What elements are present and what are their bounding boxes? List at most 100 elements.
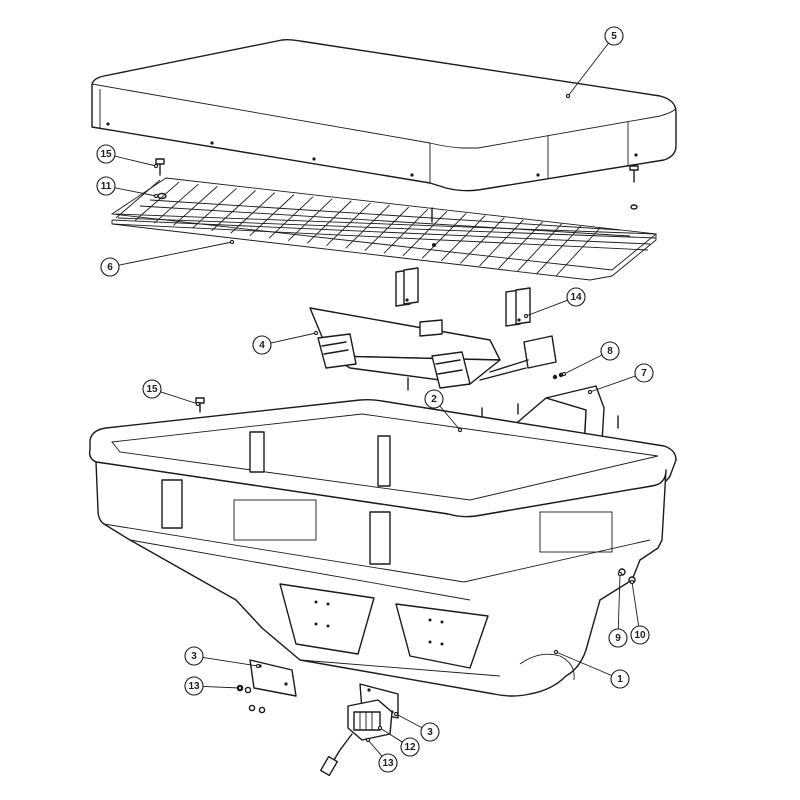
grate-bar [326, 202, 371, 247]
callout-arrow-tip [313, 330, 319, 336]
callout-arrow-tip [393, 711, 399, 717]
callout-leader [555, 651, 612, 676]
callout-c15b: 15 [142, 379, 201, 407]
baffle-part [309, 307, 564, 391]
callout-leader [367, 739, 383, 757]
grate-crossbar [111, 223, 649, 251]
callout-arrow-tip [457, 427, 463, 433]
callout-arrow-tip [255, 663, 261, 669]
grate-bar [536, 225, 582, 274]
callout-circle [634, 363, 654, 383]
callout-circle [378, 753, 398, 773]
grate-bar [383, 208, 429, 254]
callout-leader [202, 685, 241, 689]
callout-number: 1 [617, 674, 623, 685]
callout-number: 9 [615, 633, 621, 644]
callout-number: 11 [101, 181, 112, 192]
callout-arrow-tip [629, 579, 635, 585]
grate-bar [287, 198, 333, 242]
grate-bar [153, 183, 199, 224]
callout-arrow-tip [153, 163, 159, 169]
callout-arrow-tip [587, 389, 593, 395]
callout-c2: 2 [424, 389, 463, 433]
grate-nut [432, 243, 436, 247]
callout-leader [114, 155, 157, 167]
callout-arrow-tip [565, 93, 571, 99]
callout-arrow-tip [617, 571, 623, 577]
callout-circle [420, 722, 440, 742]
callout-leader [379, 727, 403, 743]
callout-number: 7 [641, 368, 647, 379]
callout-number: 3 [427, 727, 433, 738]
drive-hardware [236, 659, 399, 777]
callout-leader [567, 42, 609, 97]
callout-number: 4 [259, 340, 265, 351]
callout-leader [270, 332, 317, 344]
callout-circle [100, 257, 120, 277]
callout-c10: 10 [629, 579, 650, 645]
callout-c1: 1 [553, 649, 630, 689]
callout-number: 5 [611, 31, 617, 42]
callout-leader [395, 713, 423, 729]
callout-leader [160, 391, 199, 405]
callout-arrow-tip [561, 371, 567, 377]
callout-leader [202, 656, 259, 667]
callout-circle [566, 287, 586, 307]
callout-arrow-tip [365, 737, 371, 743]
callout-circle [608, 628, 628, 648]
callout-circle [184, 646, 204, 666]
lid-part [91, 38, 677, 192]
grate-bar [249, 194, 295, 236]
callout-number: 13 [188, 681, 200, 692]
callout-c5: 5 [565, 26, 624, 99]
grate-bar [173, 185, 218, 226]
callout-arrow-tip [237, 685, 243, 691]
callout-number: 14 [570, 292, 582, 303]
callout-circle [184, 676, 204, 696]
callout-c14: 14 [523, 287, 586, 319]
grate-frame-edge [111, 220, 613, 281]
grate-crossbar [111, 219, 651, 245]
grate-bar [115, 179, 161, 219]
grate-crossbar [139, 205, 631, 237]
callout-arrow-tip [523, 313, 529, 319]
grate-crossbar [115, 213, 657, 235]
callout-number: 3 [191, 651, 197, 662]
callout-number: 2 [431, 394, 437, 405]
callout-number: 6 [107, 262, 113, 273]
callout-circle [604, 26, 624, 46]
grate-bar [134, 181, 180, 221]
callout-number: 13 [382, 758, 394, 769]
callout-c3b: 3 [393, 711, 440, 742]
callout-number: 10 [634, 630, 646, 641]
grate-part [110, 177, 658, 281]
callout-number: 15 [146, 384, 158, 395]
callout-c15a: 15 [96, 144, 159, 169]
hopper-part [88, 398, 677, 697]
callout-c13a: 13 [184, 676, 243, 696]
callout-arrow-tip [377, 725, 383, 731]
grate-bar [268, 196, 314, 239]
grate-crossbar [117, 217, 657, 239]
grate-bar [440, 215, 486, 262]
callout-c8: 8 [561, 341, 620, 377]
callout-leader [114, 187, 157, 197]
callout-c11: 11 [96, 176, 159, 199]
grate-bar [460, 217, 505, 264]
callout-circle [96, 144, 116, 164]
callout-number: 15 [100, 149, 112, 160]
callout-c6: 6 [100, 239, 235, 277]
callout-c12: 12 [377, 725, 420, 757]
grate-bar [211, 190, 256, 231]
callout-arrow-tip [553, 649, 559, 655]
grate-frame-side [611, 234, 657, 277]
callout-leader [563, 354, 603, 375]
callout-circle [630, 625, 650, 645]
callout-circle [142, 379, 162, 399]
callout-leader [525, 299, 568, 317]
callout-c3a: 3 [184, 646, 261, 669]
callout-circle [400, 737, 420, 757]
callout-circle [252, 335, 272, 355]
